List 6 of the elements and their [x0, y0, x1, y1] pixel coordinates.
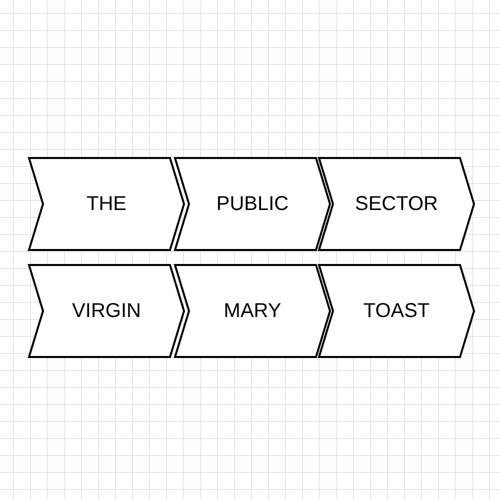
step-label: TOAST	[363, 300, 430, 322]
step-label: PUBLIC	[216, 192, 289, 216]
step-label: VIRGIN	[72, 300, 141, 322]
step-label: SECTOR	[355, 192, 438, 216]
step-label: THE	[86, 192, 126, 216]
step-label: MARY	[224, 300, 282, 322]
